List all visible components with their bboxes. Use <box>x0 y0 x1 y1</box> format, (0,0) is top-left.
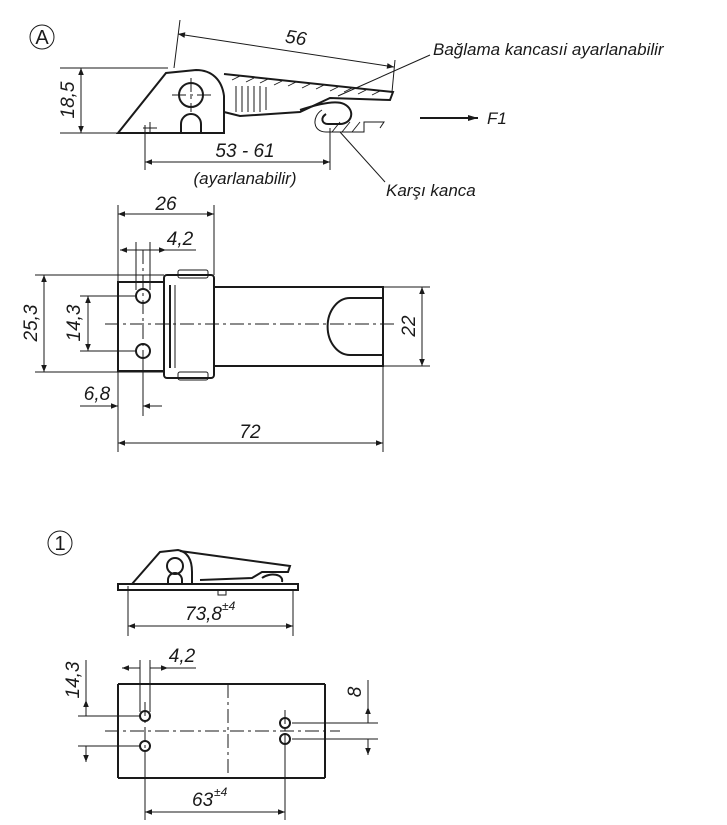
label-counter-hook: Karşı kanca <box>386 181 476 200</box>
dim-4-2-bottom: 4,2 <box>169 646 196 667</box>
view-marker-a-circle <box>29 24 55 50</box>
view-1-side: 1 73,8 ±4 <box>47 530 299 636</box>
mount-slot <box>180 113 202 133</box>
view-marker-a: A <box>35 27 49 49</box>
dim-63-tolerance: ±4 <box>214 785 228 799</box>
adjustable-note: (ayarlanabilir) <box>194 169 297 188</box>
label-force-f1: F1 <box>487 109 507 128</box>
dim-72: 72 <box>239 422 261 443</box>
view-marker-1-circle <box>47 530 73 556</box>
dim-22: 22 <box>399 315 420 338</box>
dim-25-3: 25,3 <box>21 304 42 342</box>
view-a-side: A 56 <box>29 19 665 200</box>
mount-plate-top <box>117 683 326 779</box>
dim-63: 63 <box>192 790 214 811</box>
dim-14-3-bottom: 14,3 <box>63 661 84 698</box>
dim-53-61: 53 - 61 <box>215 141 274 162</box>
latch-base-body <box>115 68 225 134</box>
dim-4-2-top: 4,2 <box>167 229 194 250</box>
mount-plate-side <box>117 583 299 591</box>
view-a-top: 26 4,2 25,3 14,3 22 6,8 7 <box>21 194 430 452</box>
hinge-knuckle <box>163 274 215 379</box>
label-adjustable-hook: Bağlama kancasıi ayarlanabilir <box>433 40 665 59</box>
dim-56: 56 <box>284 27 308 51</box>
dim-14-3-top: 14,3 <box>64 304 85 341</box>
dim-18-5: 18,5 <box>58 81 79 118</box>
latch-lever-small <box>179 550 292 581</box>
dim-8: 8 <box>345 686 366 697</box>
counter-hook <box>314 109 385 133</box>
view-1-top: 14,3 4,2 8 63 ±4 <box>63 646 378 820</box>
lever-plate <box>213 286 384 367</box>
dim-73-8-tolerance: ±4 <box>222 599 236 613</box>
lever-grip-cutout <box>326 297 383 356</box>
latch-body-small <box>131 548 193 585</box>
latch-lever <box>223 73 395 118</box>
dim-26: 26 <box>154 194 177 215</box>
dim-6-8: 6,8 <box>84 384 111 405</box>
dim-73-8: 73,8 <box>185 604 222 625</box>
tension-hook <box>299 101 353 125</box>
view-marker-1: 1 <box>54 533 65 555</box>
